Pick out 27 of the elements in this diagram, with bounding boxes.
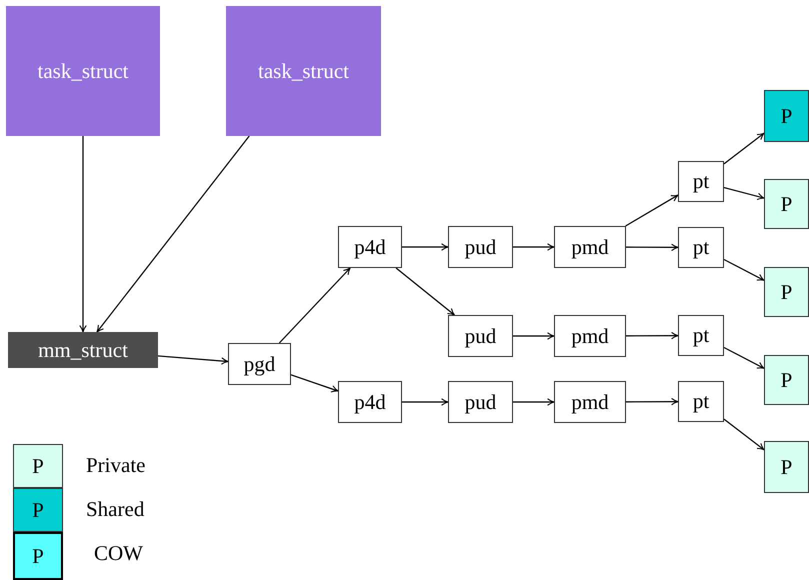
table-box: pgd (228, 343, 291, 385)
table-box: pt (678, 315, 724, 356)
struct-box: task_struct (226, 6, 381, 136)
table-box: pud (448, 381, 513, 423)
table-box: pud (448, 226, 513, 268)
legend-label: Private (86, 453, 146, 478)
page-box: P (764, 267, 809, 317)
page-box: P (764, 179, 809, 229)
table-box: p4d (338, 381, 402, 423)
struct-box: mm_struct (8, 332, 158, 368)
table-box: pt (678, 227, 724, 268)
legend-swatch: P (13, 444, 63, 488)
legend-label: COW (94, 541, 143, 566)
table-box: pt (678, 381, 724, 422)
table-box: pmd (554, 315, 626, 357)
page-box: P (764, 355, 809, 405)
table-box: pt (678, 161, 724, 202)
table-box: pud (448, 315, 513, 357)
legend-label: Shared (86, 497, 144, 522)
table-box: p4d (338, 226, 402, 268)
table-box: pmd (554, 226, 626, 268)
legend-swatch: P (13, 532, 63, 580)
page-box: P (764, 441, 809, 493)
legend-swatch: P (13, 488, 63, 532)
page-box: P (764, 90, 809, 142)
table-box: pmd (554, 381, 626, 423)
struct-box: task_struct (6, 6, 160, 136)
